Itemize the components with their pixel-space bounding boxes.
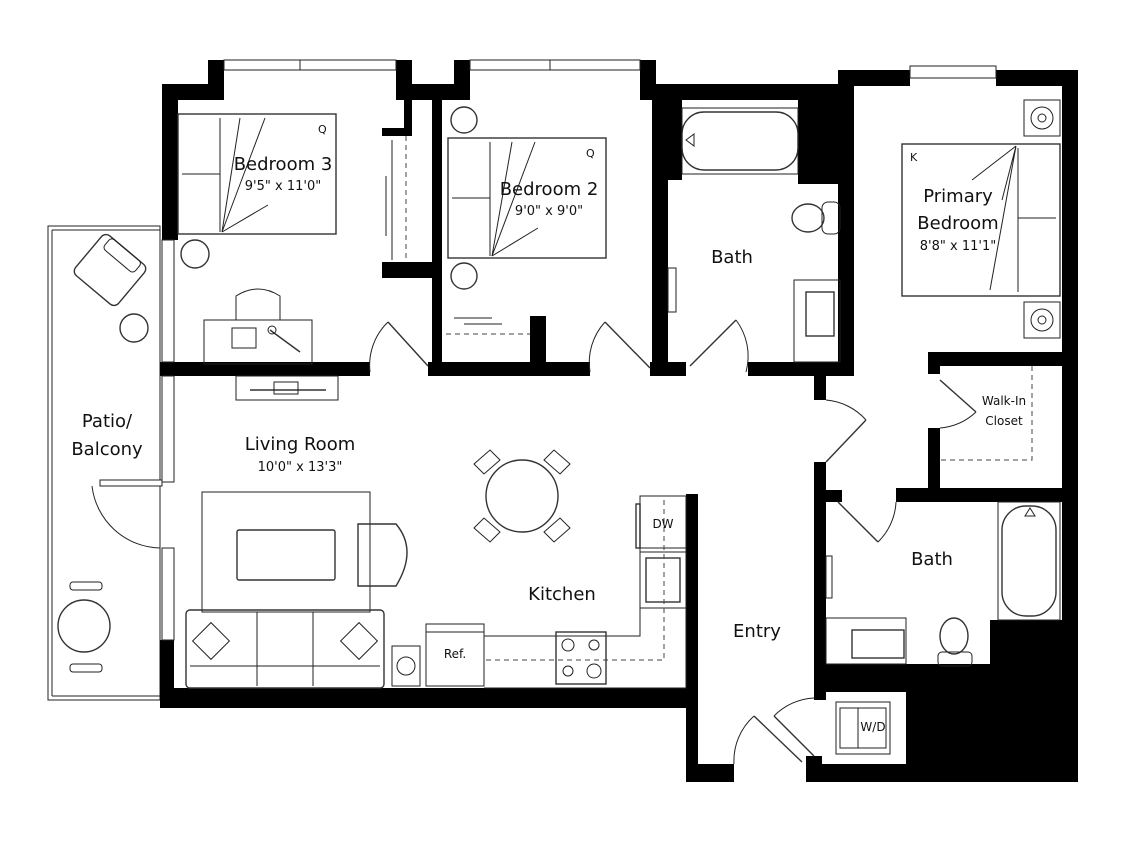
primary-label-line2: Bedroom [917,213,999,234]
bedroom2-furniture [446,106,607,335]
doors [91,319,977,765]
living-furniture [185,375,571,689]
living-room-dimensions: 10'0" x 13'3" [257,460,343,475]
patio-area [47,225,161,701]
walkin-fixtures [940,366,1033,461]
entry-label: Entry [733,621,781,642]
bedroom3-label: Bedroom 3 [233,154,333,175]
bedroom2-dimensions: 9'0" x 9'0" [514,204,584,219]
dishwasher-label: DW [652,517,674,531]
bath1-fixtures [667,107,841,363]
bedroom3-dimensions: 9'5" x 11'0" [244,179,322,194]
kitchen-label: Kitchen [528,584,596,605]
walkin-label-line1: Walk-In [981,394,1027,408]
primary-furniture [901,99,1061,339]
bedroom3-furniture [177,113,407,365]
bath2-label: Bath [911,549,953,570]
primary-bed-size: K [910,151,918,164]
kitchen-fixtures [425,495,687,689]
living-room-label: Living Room [244,434,356,455]
bedroom2-bed-size: Q [586,147,595,160]
bedroom2-label: Bedroom 2 [499,179,599,200]
refrigerator-label: Ref. [443,647,467,661]
primary-label-line1: Primary [923,186,993,207]
walls [160,60,1078,782]
bath1-label: Bath [711,247,753,268]
washer-dryer-label: W/D [860,720,886,734]
bath2-fixtures [825,501,1061,667]
patio-label-line2: Balcony [71,439,143,460]
patio-furniture [57,233,149,673]
primary-dimensions: 8'8" x 11'1" [919,239,997,254]
patio-label-line1: Patio/ [81,411,133,432]
laundry-fixtures [835,701,891,755]
walkin-label-line2: Closet [985,414,1023,428]
windows [99,59,997,641]
bedroom3-bed-size: Q [318,123,327,136]
